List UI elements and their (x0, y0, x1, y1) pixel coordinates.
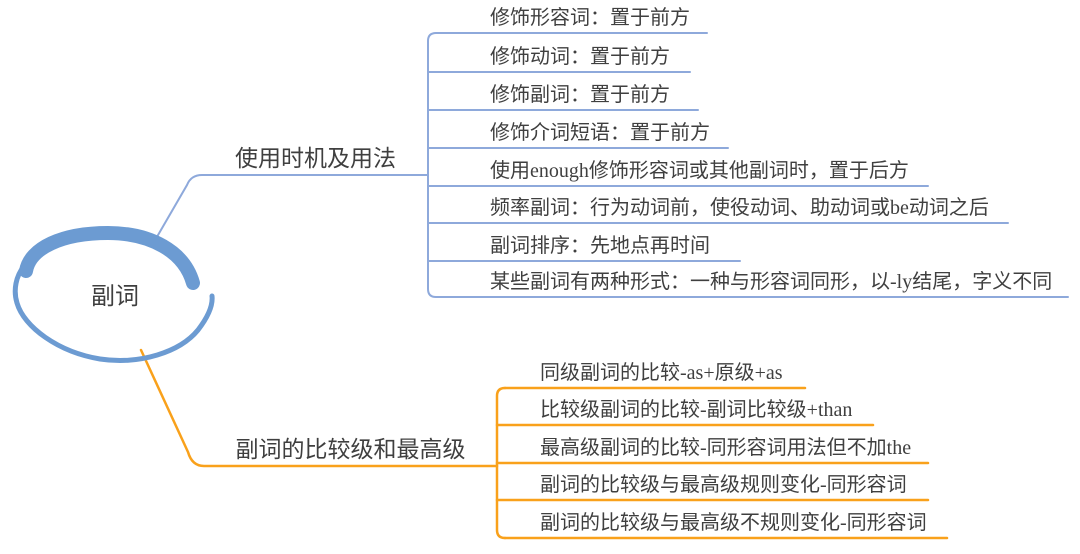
branch1-item: 使用enough修饰形容词或其他副词时，置于后方 (490, 160, 909, 182)
root-ellipse-top-arc (19, 225, 200, 290)
root-ellipse-bottom-arc (12, 263, 215, 363)
branch1-item: 某些副词有两种形式：一种与形容词同形，以-ly结尾，字义不同 (490, 271, 1053, 293)
branch2-item: 副词的比较级与最高级规则变化-同形容词 (540, 474, 907, 496)
branch1-item: 修饰介词短语：置于前方 (490, 122, 710, 144)
branch1-item: 修饰动词：置于前方 (490, 46, 670, 68)
branch2-label: 副词的比较级和最高级 (235, 437, 466, 462)
branch2-connector-line (139, 348, 499, 468)
branch2-item: 比较级副词的比较-副词比较级+than (540, 399, 853, 421)
branch1-item: 频率副词：行为动词前，使役动词、助动词或be动词之后 (490, 197, 989, 219)
branch1-connector-line (153, 174, 429, 243)
branch1-item: 副词排序：先地点再时间 (490, 235, 710, 257)
branch2-item: 副词的比较级与最高级不规则变化-同形容词 (540, 512, 927, 534)
branch2-item: 同级副词的比较-as+原级+as (540, 362, 783, 384)
branch1-item: 修饰副词：置于前方 (490, 84, 670, 106)
branch1-label: 使用时机及用法 (235, 146, 396, 171)
branch1-bracket-trunk (427, 32, 437, 298)
branch2-item: 最高级副词的比较-同形容词用法但不加the (540, 437, 912, 459)
branch1-item: 修饰形容词：置于前方 (490, 7, 690, 29)
root-topic-label: 副词 (91, 284, 139, 310)
